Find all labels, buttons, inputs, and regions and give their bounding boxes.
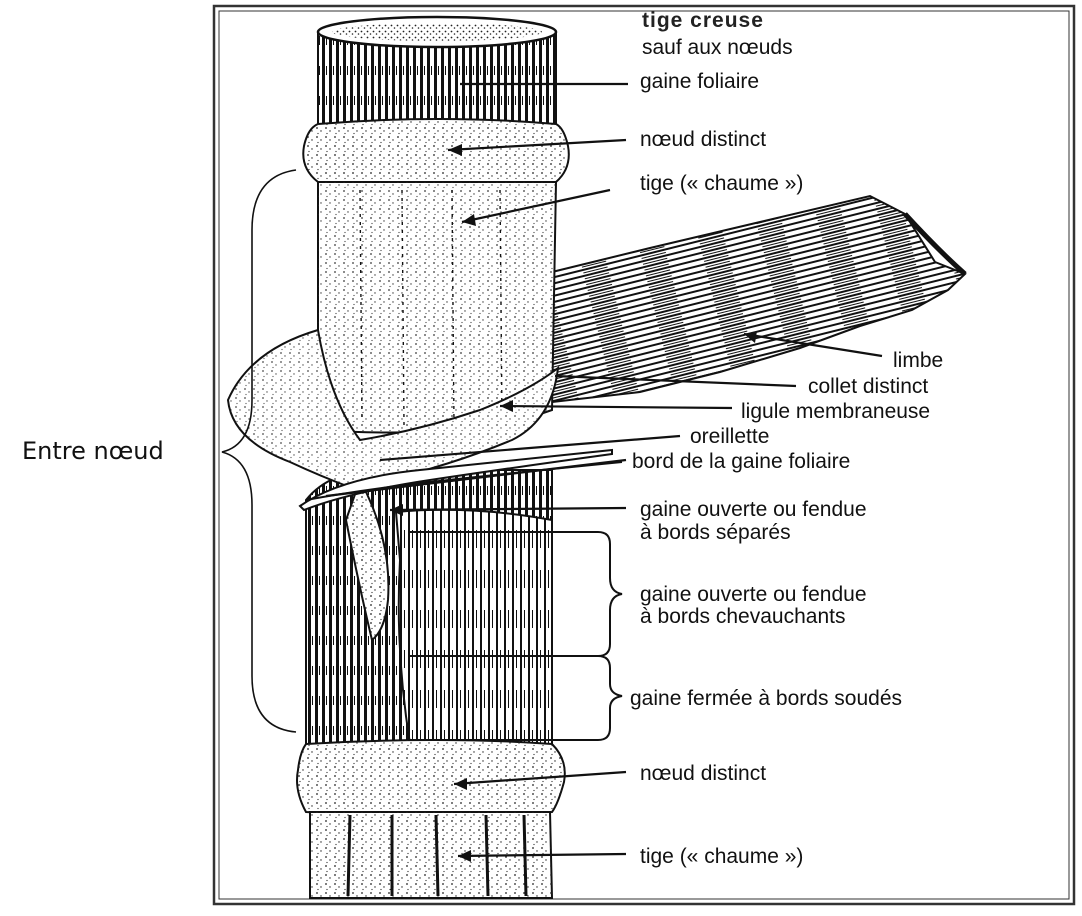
internode-label: Entre nœud [22, 439, 164, 463]
label-collar: collet distinct [808, 376, 928, 397]
label-open-separate-1: gaine ouverte ou fendue [640, 499, 867, 520]
label-open-overlap-2: à bords chevauchants [640, 606, 845, 627]
label-culm-lower: tige (« chaume ») [640, 846, 803, 867]
label-sheath-edge: bord de la gaine foliaire [632, 451, 850, 472]
label-auricle: oreillette [690, 426, 769, 447]
label-leaf-sheath: gaine foliaire [640, 71, 759, 92]
label-open-separate-2: à bords séparés [640, 522, 791, 543]
label-ligule: ligule membraneuse [741, 401, 930, 422]
label-blade: limbe [893, 350, 943, 371]
label-closed-fused: gaine fermée à bords soudés [630, 688, 902, 709]
label-node-lower: nœud distinct [640, 763, 766, 784]
hollow-stem-subtitle: sauf aux nœuds [642, 37, 793, 58]
sheath-overlap-flap [396, 510, 552, 744]
label-culm-upper: tige (« chaume ») [640, 173, 803, 194]
label-node-upper: nœud distinct [640, 129, 766, 150]
hollow-stem-header: tige creuse [642, 10, 764, 31]
label-open-overlap-1: gaine ouverte ou fendue [640, 584, 867, 605]
